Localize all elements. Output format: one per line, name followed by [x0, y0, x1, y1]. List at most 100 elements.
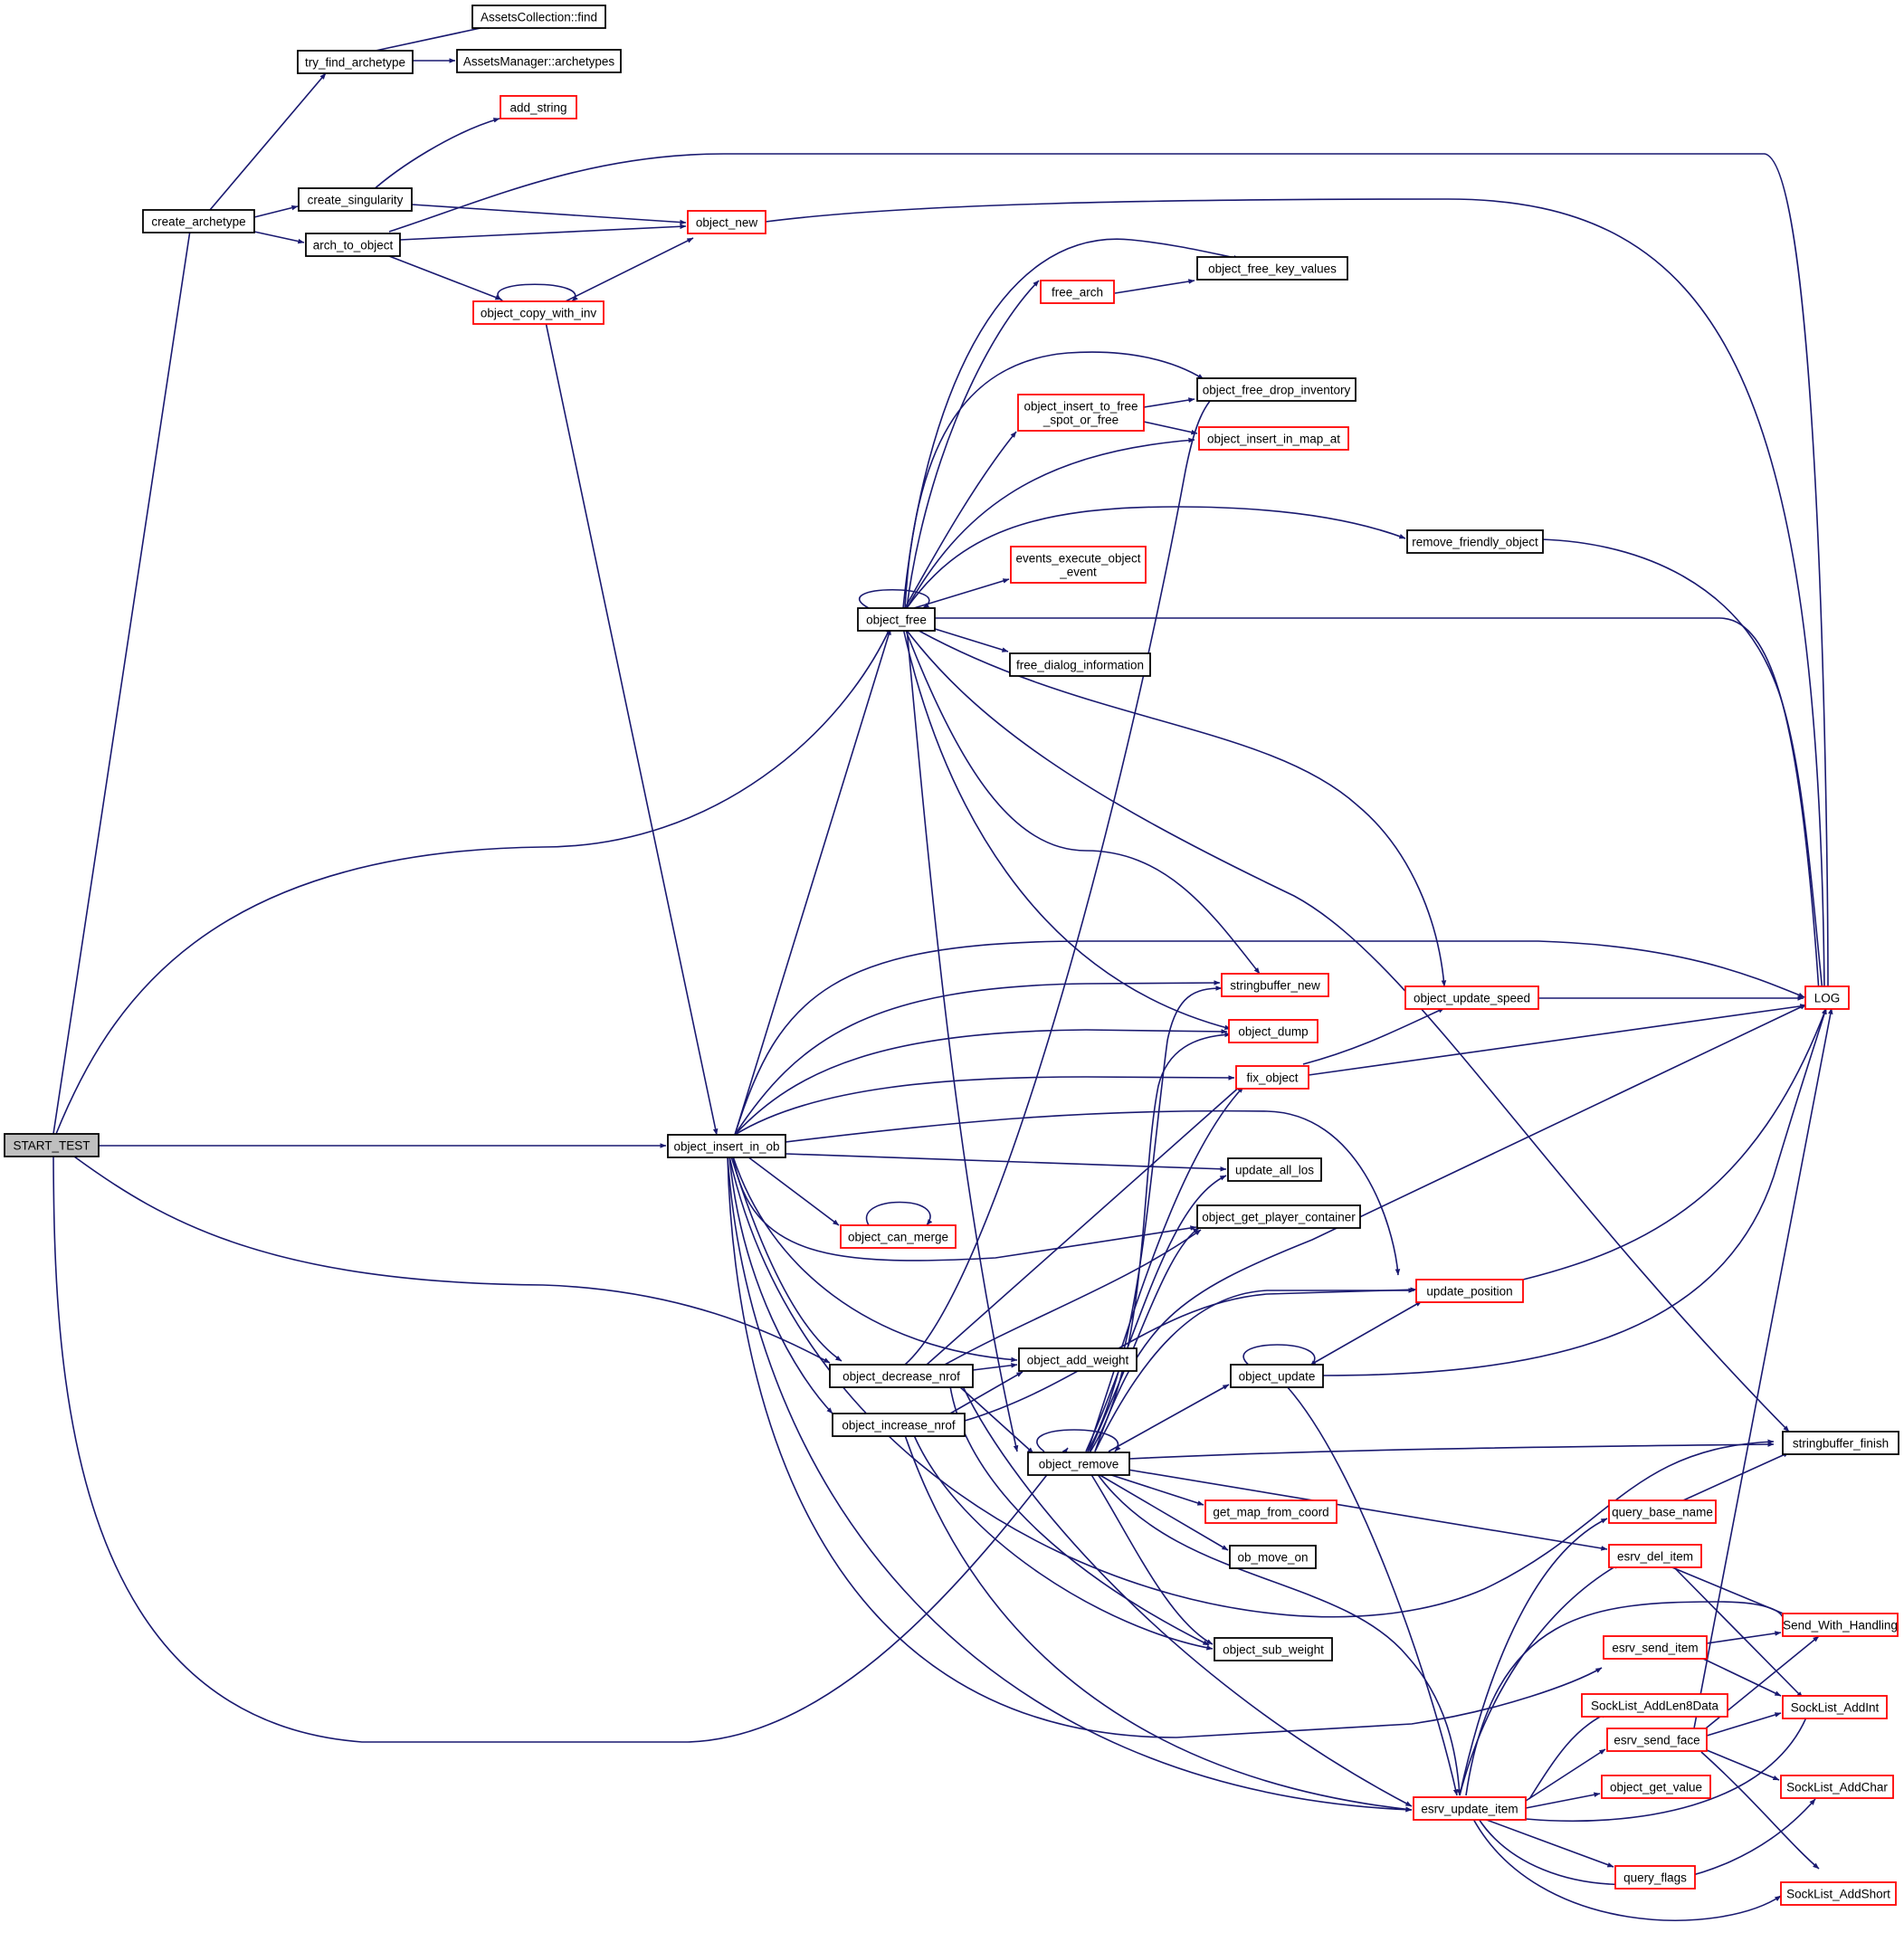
node-label-line: get_map_from_coord: [1213, 1506, 1328, 1519]
edge-decrease-fix_object: [926, 1084, 1242, 1366]
node-object-decrease-nrof[interactable]: object_decrease_nrof: [829, 1364, 974, 1388]
node-object-get-value[interactable]: object_get_value: [1601, 1775, 1711, 1799]
edge-decrease-object_get_player_container: [944, 1229, 1202, 1366]
node-object-add-weight[interactable]: object_add_weight: [1018, 1347, 1138, 1372]
edge-start-object_remove: [52, 1156, 1069, 1743]
node-object-sub-weight[interactable]: object_sub_weight: [1214, 1637, 1333, 1661]
node-arch-to-object[interactable]: arch_to_object: [305, 233, 401, 257]
node-object-free-drop-inventory[interactable]: object_free_drop_inventory: [1196, 377, 1357, 402]
node-label-line: object_dump: [1238, 1025, 1308, 1039]
node-fix-object[interactable]: fix_object: [1235, 1065, 1309, 1090]
node-object-remove[interactable]: object_remove: [1027, 1452, 1130, 1476]
edge-update_item-esrv_del_item: [1459, 1563, 1621, 1796]
node-object-new[interactable]: object_new: [687, 210, 766, 234]
node-label: object_free: [866, 614, 927, 627]
node-socklist-addint[interactable]: SockList_AddInt: [1782, 1695, 1888, 1719]
node-object-insert-in-ob[interactable]: object_insert_in_ob: [667, 1134, 786, 1158]
edge-object_free-object_remove: [906, 627, 1019, 1452]
edge-arch_to_object-object_copy: [388, 255, 502, 300]
node-label: try_find_archetype: [305, 56, 405, 70]
node-ob-move-on[interactable]: ob_move_on: [1229, 1545, 1317, 1569]
node-create-singularity[interactable]: create_singularity: [298, 187, 413, 212]
node-label: object_insert_to_free_spot_or_free: [1023, 400, 1138, 427]
node-label-line: remove_friendly_object: [1412, 536, 1538, 549]
node-update-position[interactable]: update_position: [1415, 1279, 1524, 1303]
node-socklist-addchar[interactable]: SockList_AddChar: [1780, 1775, 1894, 1799]
node-label: object_remove: [1039, 1458, 1119, 1471]
node-stringbuffer-new[interactable]: stringbuffer_new: [1221, 973, 1329, 997]
edge-query_base_name-stringbuffer_finish: [1682, 1452, 1790, 1501]
node-label-line: SockList_AddLen8Data: [1591, 1699, 1719, 1713]
node-label-line: esrv_send_face: [1614, 1734, 1699, 1747]
node-send-with-handling[interactable]: Send_With_Handling: [1782, 1613, 1899, 1637]
node-socklist-addshort[interactable]: SockList_AddShort: [1780, 1881, 1897, 1906]
node-label-line: esrv_send_item: [1612, 1642, 1698, 1655]
node-label-line: object_sub_weight: [1223, 1643, 1324, 1657]
node-label-line: Send_With_Handling: [1783, 1619, 1898, 1633]
node-object-free-key-values[interactable]: object_free_key_values: [1196, 256, 1348, 281]
node-label: object_new: [696, 216, 758, 230]
node-query-base-name[interactable]: query_base_name: [1608, 1499, 1717, 1524]
node-object-dump[interactable]: object_dump: [1228, 1019, 1319, 1043]
node-stringbuffer-finish[interactable]: stringbuffer_finish: [1782, 1431, 1899, 1455]
edge-create_archetype-try_find_archetype: [209, 72, 327, 211]
node-esrv-del-item[interactable]: esrv_del_item: [1608, 1544, 1702, 1568]
node-object-can-merge[interactable]: object_can_merge: [840, 1224, 957, 1249]
node-label-line: query_flags: [1623, 1871, 1687, 1885]
node-query-flags[interactable]: query_flags: [1614, 1865, 1696, 1890]
node-esrv-send-face[interactable]: esrv_send_face: [1606, 1728, 1708, 1752]
node-object-insert-to-free-spot[interactable]: object_insert_to_free_spot_or_free: [1017, 394, 1145, 432]
node-label: fix_object: [1246, 1071, 1298, 1085]
edge-remove-stringbuffer_finish: [1128, 1442, 1775, 1460]
edge-object_free-object_free_drop_inventory: [904, 351, 1204, 609]
node-label-line: stringbuffer_new: [1230, 979, 1320, 993]
node-free-dialog-information[interactable]: free_dialog_information: [1009, 652, 1151, 677]
node-object-increase-nrof[interactable]: object_increase_nrof: [832, 1413, 966, 1437]
node-label: object_free_drop_inventory: [1203, 384, 1351, 397]
edge-insert_in_ob-esrv_update_item: [727, 1156, 1413, 1813]
node-create-archetype[interactable]: create_archetype: [142, 209, 255, 233]
node-label: object_update_speed: [1414, 992, 1530, 1005]
node-assets-manager-archetypes[interactable]: AssetsManager::archetypes: [456, 49, 622, 73]
edge-object_free-object_insert_in_map_at: [906, 437, 1195, 609]
node-try-find-archetype[interactable]: try_find_archetype: [297, 50, 414, 74]
node-label-line: object_free_key_values: [1208, 262, 1337, 276]
node-remove-friendly-object[interactable]: remove_friendly_object: [1406, 529, 1544, 554]
node-esrv-update-item[interactable]: esrv_update_item: [1413, 1796, 1527, 1821]
edge-insert_free-insert_in_map_at: [1143, 421, 1198, 435]
node-start-test[interactable]: START_TEST: [4, 1133, 100, 1157]
edge-object_update-log: [1322, 1007, 1827, 1376]
node-free-arch[interactable]: free_arch: [1040, 280, 1115, 304]
node-label-line: stringbuffer_finish: [1793, 1437, 1889, 1451]
edge-insert_in_ob-stringbuffer_new: [734, 980, 1221, 1136]
node-object-update[interactable]: object_update: [1230, 1364, 1324, 1388]
node-update-all-los[interactable]: update_all_los: [1227, 1157, 1322, 1182]
node-label: add_string: [509, 101, 566, 115]
node-add-string[interactable]: add_string: [500, 95, 577, 119]
node-get-map-from-coord[interactable]: get_map_from_coord: [1204, 1499, 1338, 1524]
node-events-execute-object-event[interactable]: events_execute_object_event: [1010, 546, 1147, 584]
node-label-line: object_remove: [1039, 1458, 1119, 1471]
edge-update_item-socklist_addshort: [1472, 1818, 1782, 1921]
node-label-line: fix_object: [1246, 1071, 1298, 1085]
node-object-copy-with-inv[interactable]: object_copy_with_inv: [472, 300, 605, 325]
node-object-get-player-container[interactable]: object_get_player_container: [1196, 1204, 1361, 1229]
node-label: AssetsManager::archetypes: [463, 55, 615, 69]
node-object-insert-in-map-at[interactable]: object_insert_in_map_at: [1198, 426, 1349, 451]
node-socklist-addlen8data[interactable]: SockList_AddLen8Data: [1581, 1693, 1728, 1718]
node-object-update-speed[interactable]: object_update_speed: [1404, 985, 1539, 1010]
node-assets-collection-find[interactable]: AssetsCollection::find: [471, 5, 606, 29]
node-object-free[interactable]: object_free: [857, 607, 936, 632]
edge-object_free-stringbuffer_new: [904, 627, 1261, 975]
edge-insert_in_ob-object_decrease_nrof: [730, 1156, 843, 1362]
edge-update_item-object_get_value: [1525, 1792, 1601, 1809]
node-label-line: object_update_speed: [1414, 992, 1530, 1005]
node-label: object_insert_in_map_at: [1207, 433, 1340, 446]
node-label: object_copy_with_inv: [481, 307, 597, 320]
node-log[interactable]: LOG: [1804, 985, 1850, 1010]
node-esrv-send-item[interactable]: esrv_send_item: [1603, 1635, 1708, 1660]
edge-remove-update_position: [1094, 1288, 1415, 1452]
node-label-line: object_get_player_container: [1202, 1211, 1356, 1224]
edge-send_face-log: [1693, 1007, 1833, 1729]
node-label-line: object_increase_nrof: [842, 1419, 956, 1433]
